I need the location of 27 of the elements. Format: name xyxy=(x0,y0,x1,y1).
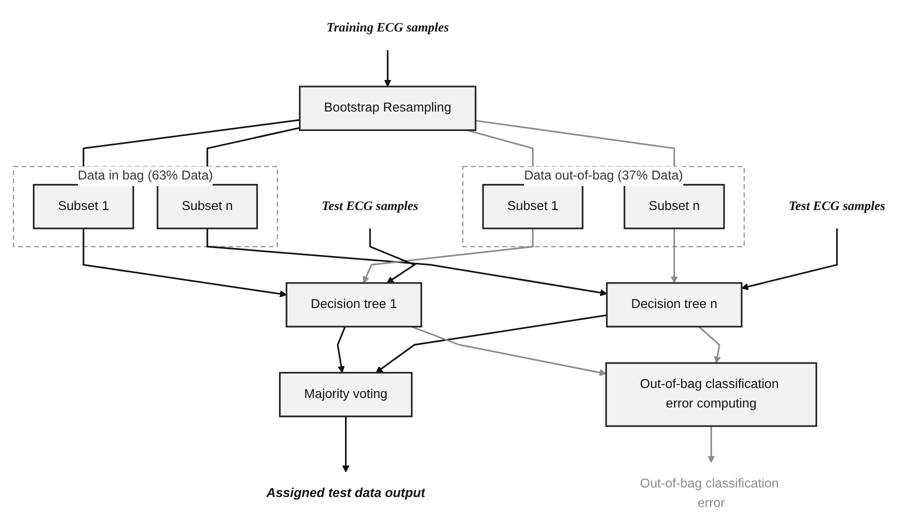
arrow xyxy=(741,228,838,290)
node-box: Bootstrap Resampling xyxy=(298,86,476,131)
arrow xyxy=(384,50,392,87)
node-text: Test ECG samples xyxy=(322,199,418,214)
arrow xyxy=(336,326,346,374)
arrow xyxy=(206,228,608,296)
arrow xyxy=(369,228,416,284)
arrow xyxy=(342,416,350,472)
node-text: Assigned test data output xyxy=(266,486,426,500)
arrow xyxy=(698,326,721,364)
node-box: Subset n xyxy=(624,184,725,230)
node-box: Decision tree 1 xyxy=(286,282,422,328)
arrow xyxy=(708,426,715,463)
node-text: Out-of-bag classification error xyxy=(640,477,779,510)
node-box: Decision tree n xyxy=(606,282,742,328)
node-box: Subset n xyxy=(156,184,258,230)
node-box: Subset 1 xyxy=(482,184,584,230)
node-text: Test ECG samples xyxy=(788,199,886,214)
arrow xyxy=(82,228,287,298)
node-box: Majority voting xyxy=(279,372,413,418)
arrow xyxy=(362,228,534,284)
node-box: Subset 1 xyxy=(32,184,134,230)
arrow xyxy=(670,228,678,284)
node-text: Training ECG samples xyxy=(326,21,449,35)
arrow xyxy=(411,326,606,376)
arrow xyxy=(376,314,607,374)
node-box: Out-of-bag classification error computing xyxy=(605,362,818,427)
